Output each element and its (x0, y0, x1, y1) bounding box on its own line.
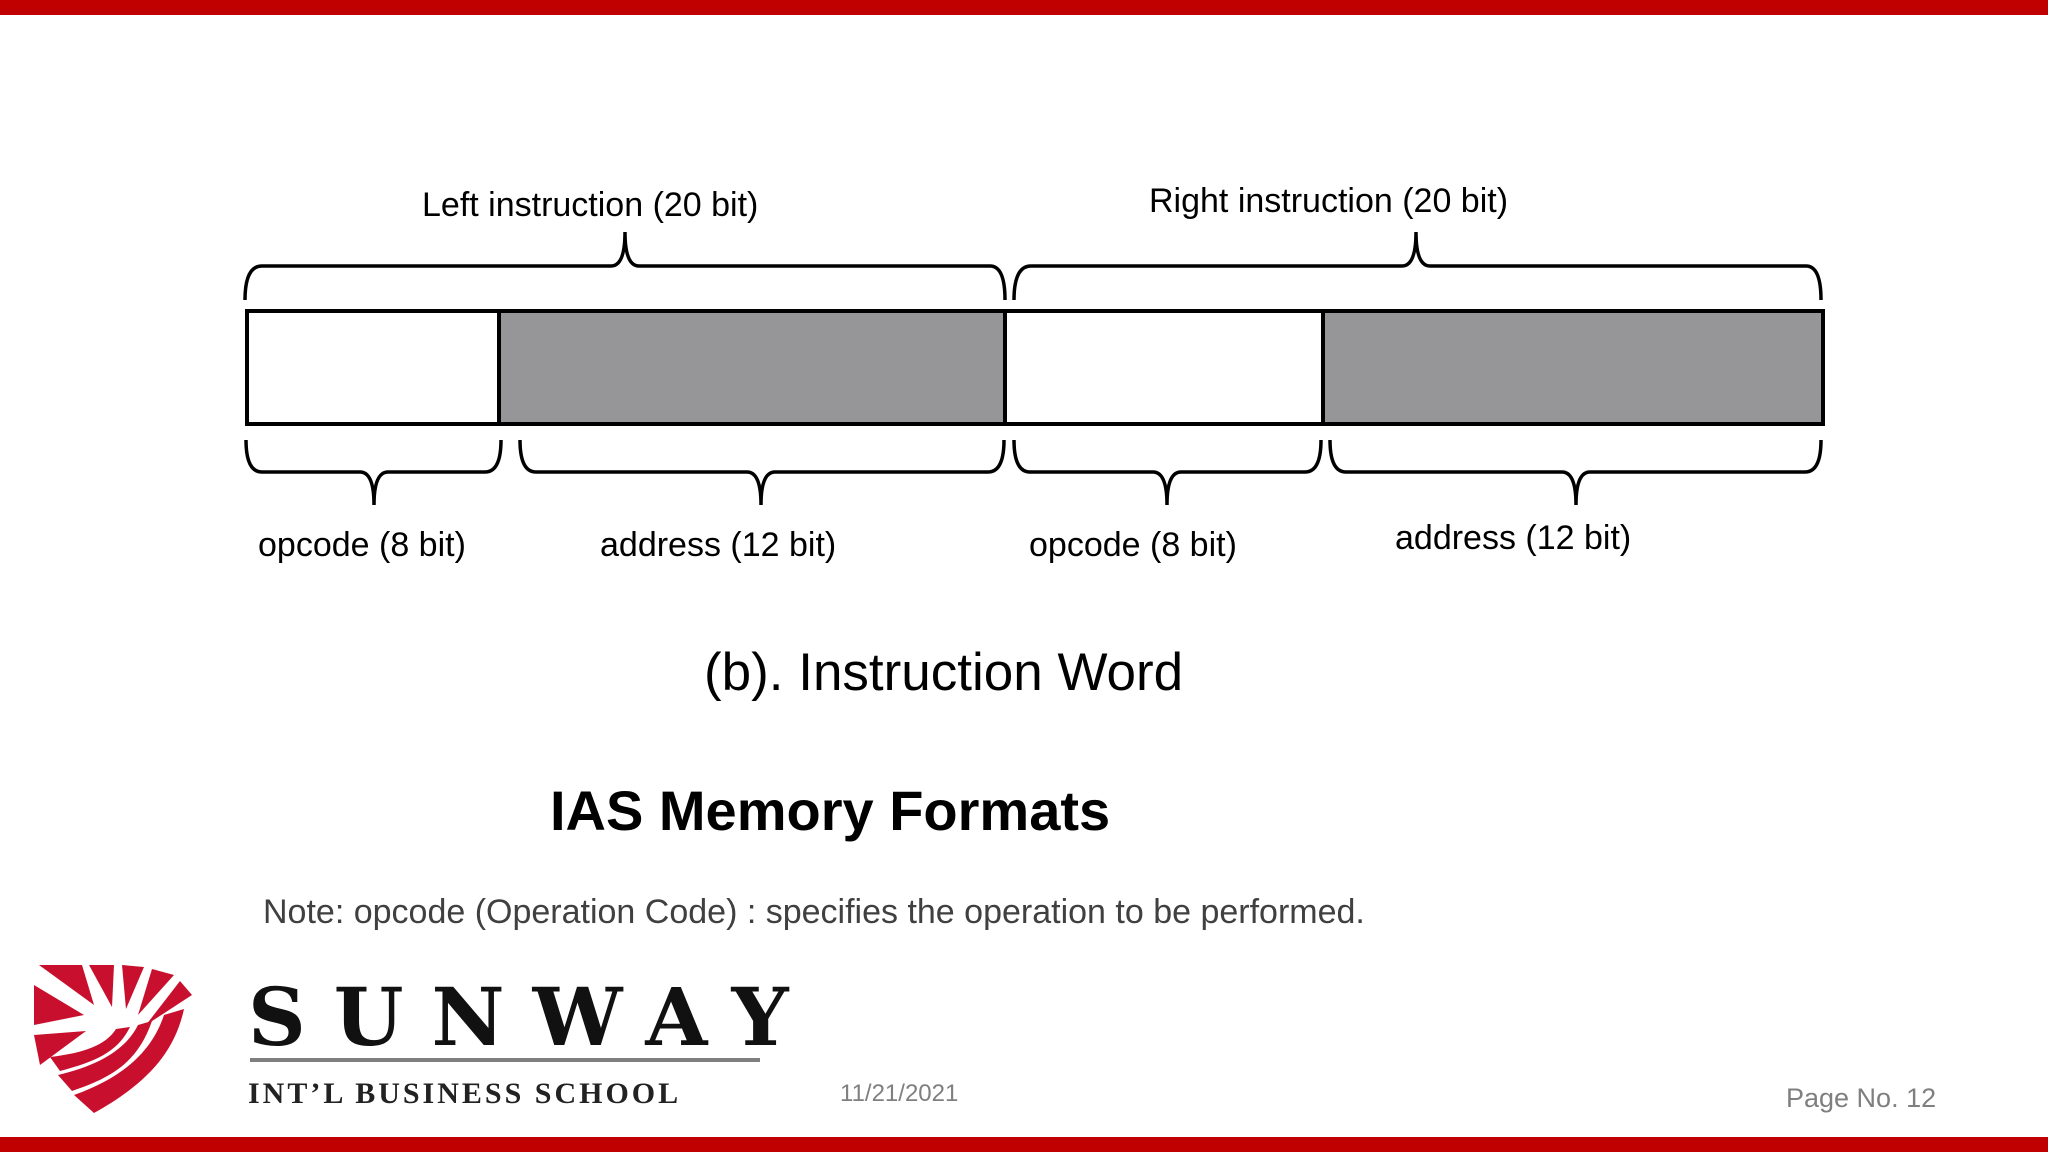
logo-divider (250, 1058, 760, 1062)
right-instruction-label: Right instruction (20 bit) (1149, 182, 1509, 220)
logo-wordmark: SUNWAY (248, 970, 817, 1064)
left-instruction-label: Left instruction (20 bit) (422, 186, 759, 224)
slide-note: Note: opcode (Operation Code) : specifie… (263, 893, 1365, 931)
bottom-accent-bar (0, 1137, 2048, 1152)
right-address-label: address (12 bit) (1395, 519, 1632, 557)
field-box-right-opcode (1003, 309, 1325, 426)
slide-title: IAS Memory Formats (550, 779, 1111, 842)
top-accent-bar (0, 0, 2048, 15)
field-box-left-address (497, 309, 1007, 426)
diagram-caption: (b). Instruction Word (704, 643, 1184, 702)
logo-subtitle: INT’L BUSINESS SCHOOL (248, 1077, 682, 1110)
field-box-left-opcode (245, 309, 501, 426)
brace-right-opcode (1012, 439, 1323, 506)
footer-date: 11/21/2021 (840, 1080, 959, 1107)
brace-left-instruction (243, 231, 1007, 301)
sunway-sun-icon (34, 965, 192, 1113)
right-opcode-label: opcode (8 bit) (1029, 526, 1237, 564)
brace-left-opcode (244, 439, 503, 506)
brace-right-address (1328, 439, 1823, 506)
field-box-right-address (1321, 309, 1825, 426)
brace-left-address (518, 439, 1006, 506)
footer-page-number: Page No. 12 (1786, 1083, 1937, 1113)
left-address-label: address (12 bit) (600, 526, 837, 564)
brace-right-instruction (1012, 231, 1823, 301)
left-opcode-label: opcode (8 bit) (258, 526, 466, 564)
